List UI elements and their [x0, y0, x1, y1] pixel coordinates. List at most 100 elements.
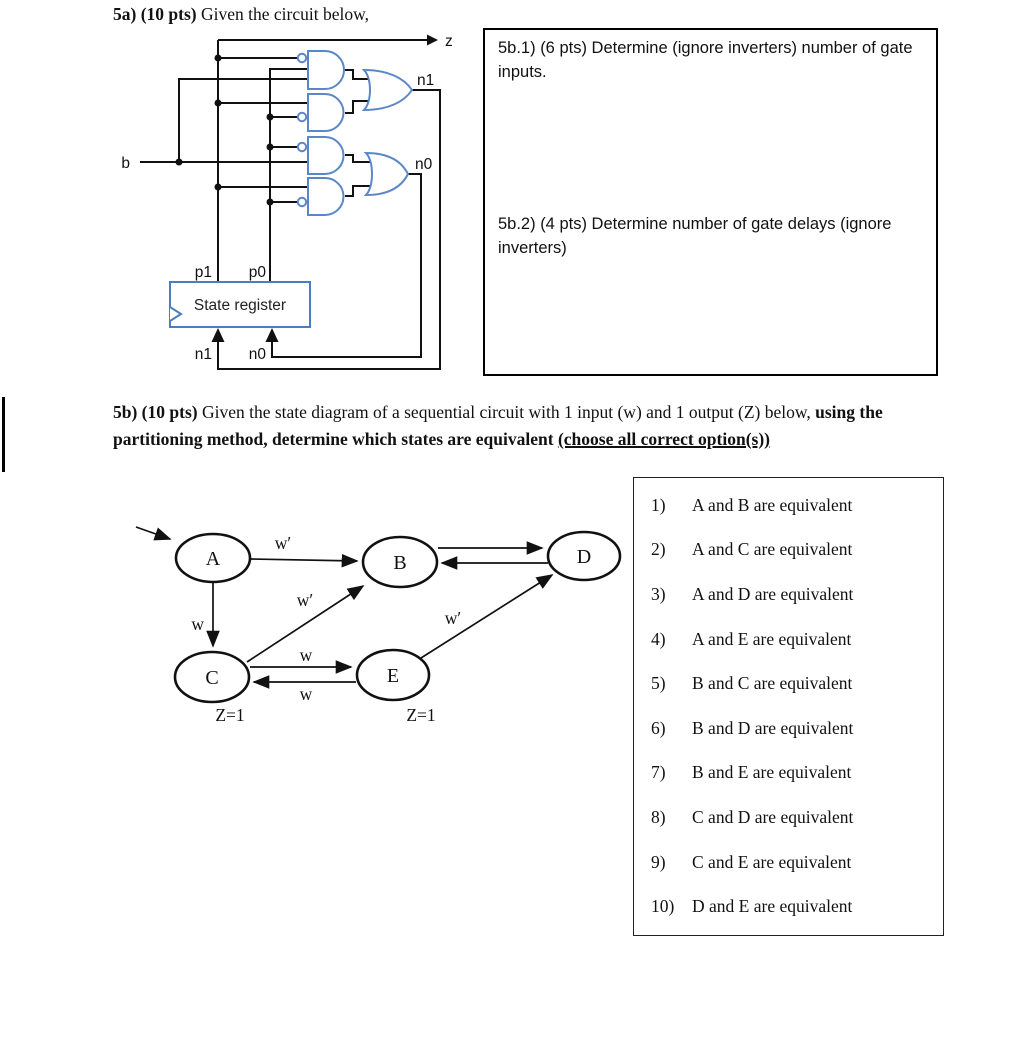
section-5b-intro: 5b) (10 pts) Given the state diagram of …	[113, 399, 913, 453]
option-number: 9)	[651, 851, 666, 872]
section-5a-title: 5a) (10 pts) Given the circuit below,	[113, 4, 369, 25]
output-label-e: Z=1	[406, 705, 435, 725]
option-number: 5)	[651, 673, 666, 694]
option-number: 7)	[651, 762, 666, 783]
or-gate-n0	[363, 151, 410, 197]
output-label-c: Z=1	[215, 705, 244, 725]
edge-label-c-b: w′	[297, 590, 313, 610]
question-box: 5b.1) (6 pts) Determine (ignore inverter…	[483, 28, 938, 376]
inverter-bubble-3	[296, 141, 308, 153]
section-5a-title-rest: Given the circuit below,	[196, 4, 369, 24]
option-item-8: 8) C and D are equivalent	[634, 795, 943, 840]
option-item-1: 1) A and B are equivalent	[634, 483, 943, 528]
option-text: A and D are equivalent	[692, 583, 854, 604]
section-5b-lead-bold2: using the partitioning method, determine…	[113, 402, 883, 449]
edge-a-b	[250, 553, 359, 568]
option-item-5: 5) B and C are equivalent	[634, 661, 943, 706]
n1-bottom-label: n1	[195, 346, 212, 363]
state-letters: A B C D E	[205, 546, 591, 689]
options-box: 1) A and B are equivalent 2) A and C are…	[633, 477, 944, 936]
option-text: B and C are equivalent	[692, 673, 853, 694]
edge-labels: w′ w w′ w w w′ Z=1 Z=1	[191, 533, 461, 725]
z-arrowhead	[427, 34, 438, 46]
initial-arrow	[135, 526, 172, 541]
section-5b-lead-normal: Given the state diagram of a sequential …	[197, 402, 816, 422]
or-gate-n1	[361, 68, 414, 112]
state-label-d: D	[577, 546, 591, 568]
state-node-d	[546, 530, 622, 582]
option-number: 10)	[651, 896, 675, 917]
option-number: 4)	[651, 628, 666, 649]
option-item-2: 2) A and C are equivalent	[634, 528, 943, 573]
edge-label-c-e: w	[300, 645, 313, 665]
option-number: 2)	[651, 539, 666, 560]
state-register-box	[169, 281, 311, 328]
state-label-c: C	[205, 667, 218, 689]
state-diagram: A B C D E w′ w w′ w w w′ Z=1 Z=1	[135, 526, 622, 725]
option-text: D and E are equivalent	[692, 896, 853, 917]
state-node-c	[173, 650, 251, 704]
and-gate-3	[307, 136, 345, 175]
and-gate-2	[307, 93, 345, 132]
state-label-e: E	[387, 665, 399, 687]
option-item-6: 6) B and D are equivalent	[634, 706, 943, 751]
n1-register-arrowhead	[211, 328, 225, 342]
inverter-bubble-1	[296, 52, 308, 64]
circuit-labels: z b n1 n0 p1 p0 n1 n0 State register	[121, 33, 452, 363]
n0-bottom-label: n0	[249, 346, 267, 363]
edge-label-a-c: w	[191, 614, 204, 634]
inverter-bubble-4	[296, 196, 308, 208]
option-item-4: 4) A and E are equivalent	[634, 617, 943, 662]
option-text: B and D are equivalent	[692, 717, 854, 738]
option-item-10: 10) D and E are equivalent	[634, 884, 943, 929]
state-nodes	[173, 530, 622, 704]
question-5b2: 5b.2) (4 pts) Determine number of gate d…	[498, 215, 892, 257]
edge-label-e-d: w′	[445, 608, 461, 628]
state-register-label: State register	[194, 297, 286, 314]
n1-label: n1	[417, 72, 434, 89]
section-5b-lead-bold: 5b) (10 pts)	[113, 402, 198, 422]
z-label: z	[445, 33, 453, 50]
option-text: C and D are equivalent	[692, 806, 854, 827]
option-text: A and E are equivalent	[692, 628, 852, 649]
edge-label-e-c: w	[300, 684, 313, 704]
option-text: B and E are equivalent	[692, 762, 852, 783]
option-text: C and E are equivalent	[692, 851, 852, 872]
and-gates	[296, 50, 345, 216]
or-gates	[361, 68, 414, 197]
state-label-b: B	[393, 552, 406, 574]
clock-triangle-icon	[169, 306, 183, 322]
option-item-9: 9) C and E are equivalent	[634, 840, 943, 885]
left-margin-bar	[2, 397, 5, 472]
edge-e-d	[420, 574, 554, 659]
option-number: 8)	[651, 806, 666, 827]
n0-label: n0	[415, 156, 433, 173]
option-text: A and B are equivalent	[692, 494, 853, 515]
edge-c-b	[246, 585, 365, 663]
state-transitions	[135, 526, 554, 689]
section-5b-lead-underlined: (choose all correct option(s))	[557, 428, 770, 449]
state-node-a	[174, 532, 252, 584]
circuit-wires	[140, 39, 441, 370]
option-text: A and C are equivalent	[692, 539, 853, 560]
option-number: 6)	[651, 717, 666, 738]
p1-label: p1	[195, 264, 212, 281]
p0-label: p0	[249, 264, 267, 281]
option-item-3: 3) A and D are equivalent	[634, 572, 943, 617]
section-5a-title-bold: 5a) (10 pts)	[113, 4, 197, 24]
and-gate-4	[307, 177, 345, 216]
n0-register-arrowhead	[265, 328, 279, 342]
b-label: b	[121, 155, 130, 172]
state-label-a: A	[206, 548, 221, 570]
option-number: 1)	[651, 494, 666, 515]
inverter-bubble-2	[296, 111, 308, 123]
edge-label-a-b: w′	[275, 533, 291, 553]
option-number: 3)	[651, 583, 666, 604]
option-item-7: 7) B and E are equivalent	[634, 751, 943, 796]
state-node-b	[361, 535, 439, 589]
question-5b1: 5b.1) (6 pts) Determine (ignore inverter…	[498, 39, 913, 81]
state-node-e	[355, 648, 431, 702]
and-gate-1	[307, 50, 345, 90]
junction-dots	[175, 54, 274, 206]
